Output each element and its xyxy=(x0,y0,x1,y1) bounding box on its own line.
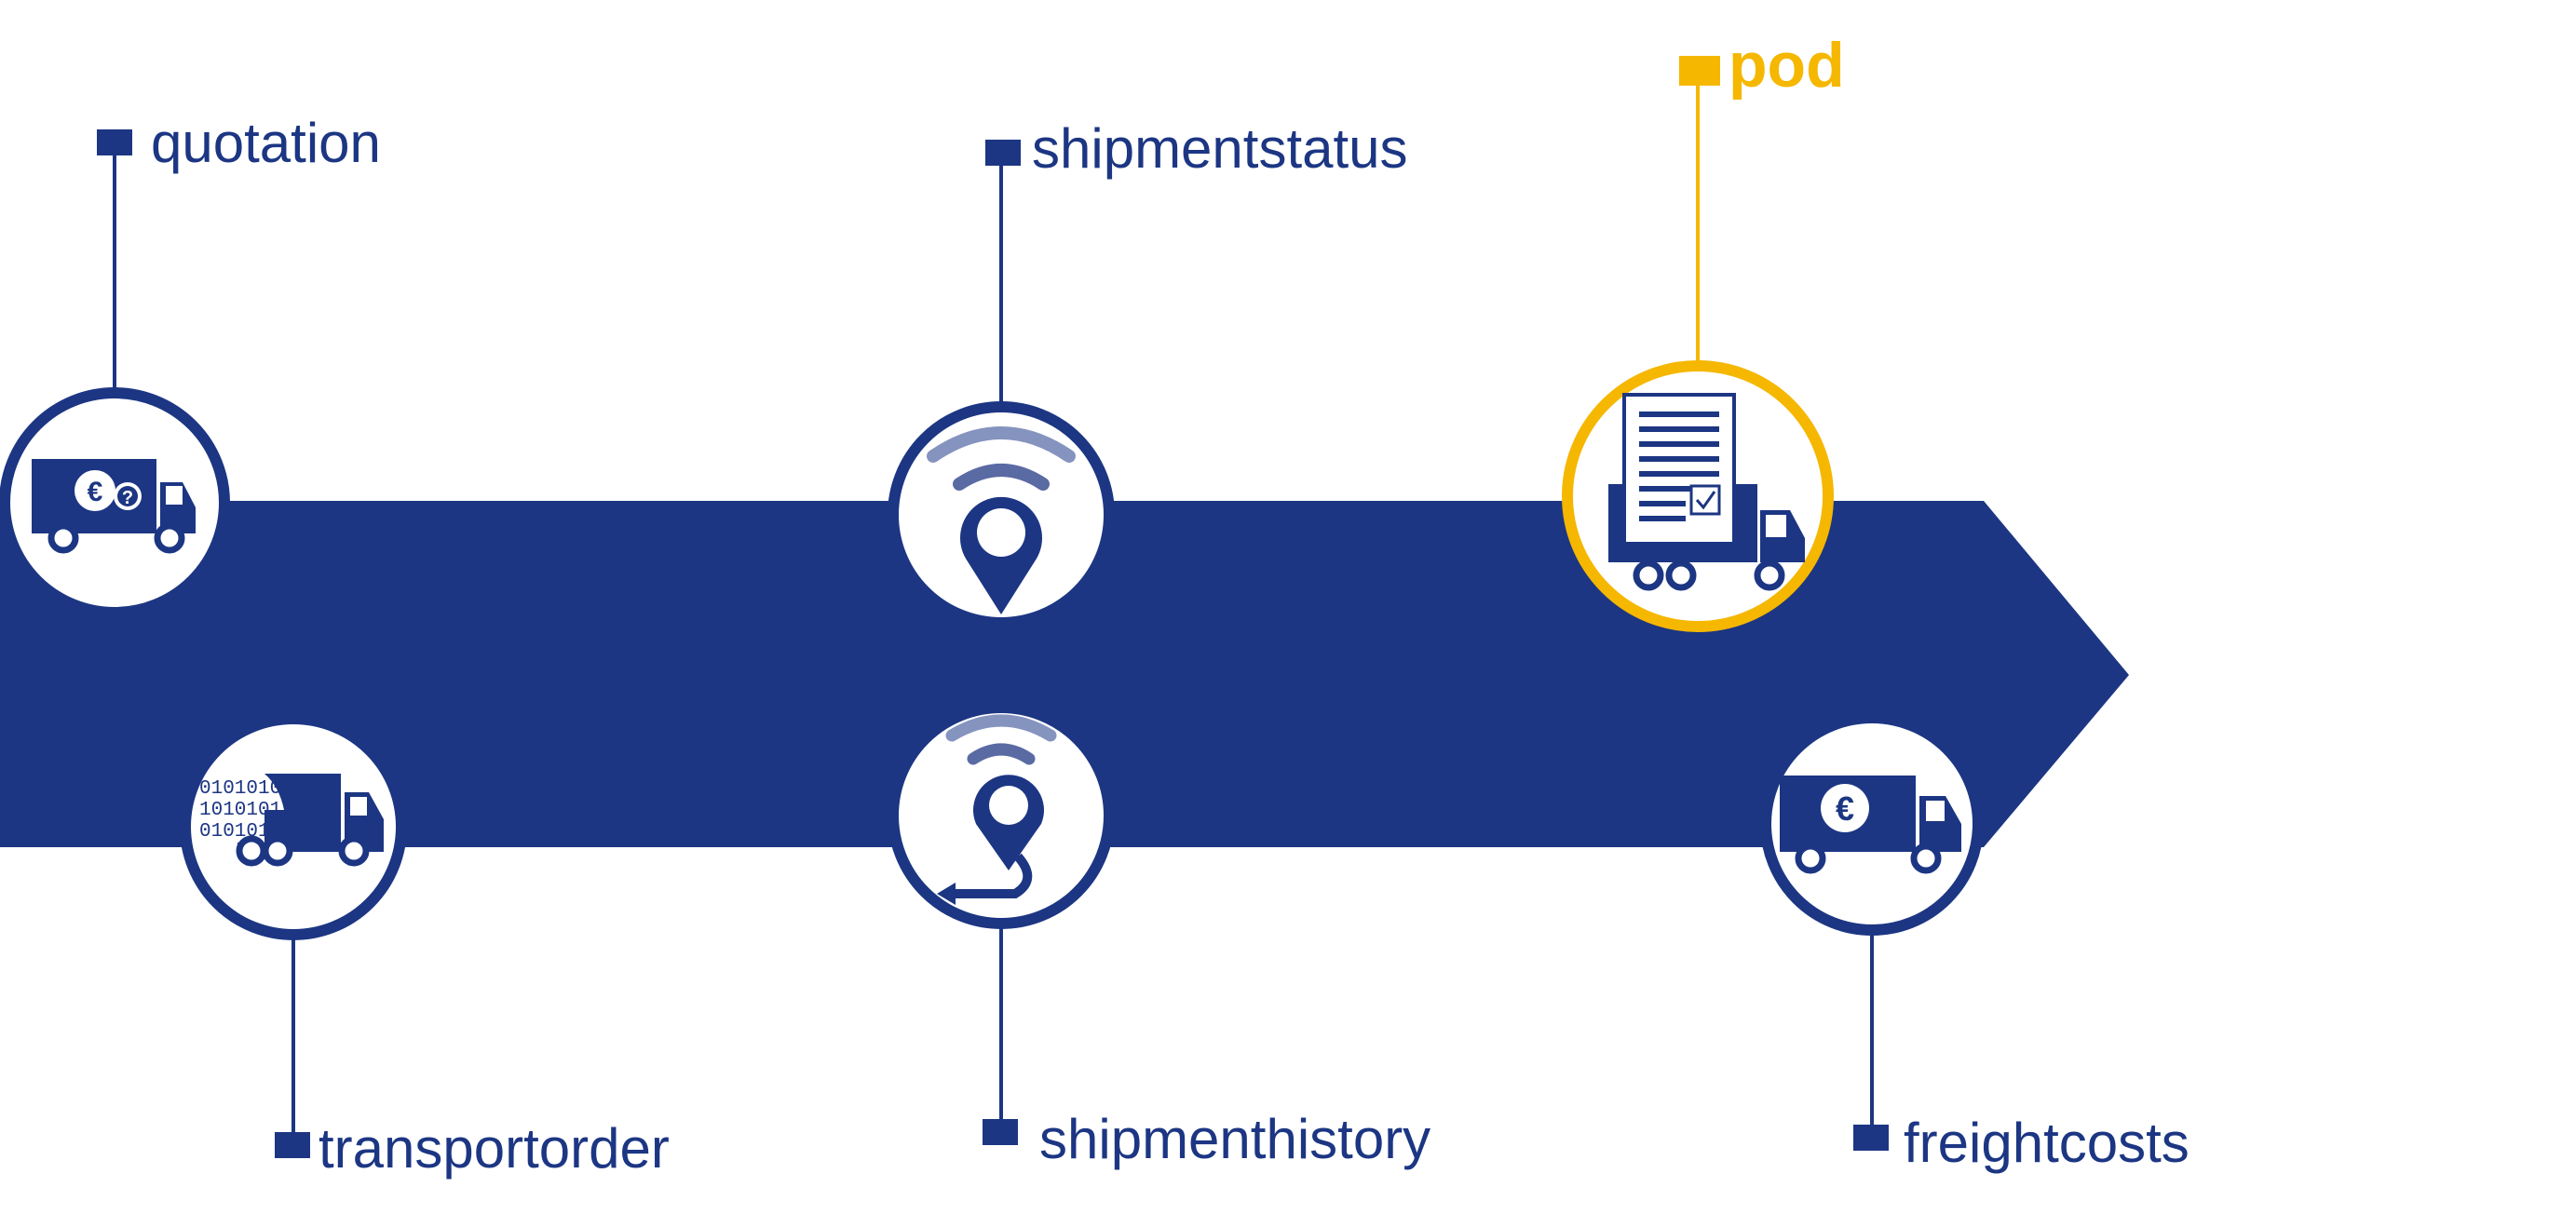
process-arrow xyxy=(0,501,2129,847)
label-transportorder[interactable]: transportorder xyxy=(319,1117,670,1180)
pod-marker xyxy=(1679,56,1720,86)
truck-document-checkmark-icon xyxy=(1608,393,1805,591)
location-pin-signal-icon xyxy=(927,426,1076,614)
svg-text:€: € xyxy=(1836,789,1854,828)
svg-text:0101010: 0101010 xyxy=(199,778,281,800)
step-shipmentstatus[interactable] xyxy=(888,140,1115,628)
svg-text:€: € xyxy=(88,477,103,507)
step-freightcosts[interactable]: € xyxy=(1760,712,1984,1151)
step-pod[interactable] xyxy=(1562,56,1834,632)
svg-text:1010101: 1010101 xyxy=(199,800,281,821)
truck-euro-icon: € xyxy=(1780,776,1961,874)
quotation-marker xyxy=(97,129,132,155)
truck-euro-question-icon: € ? xyxy=(32,459,196,554)
label-freightcosts[interactable]: freightcosts xyxy=(1904,1112,2190,1174)
label-quotation[interactable]: quotation xyxy=(151,112,381,174)
step-quotation[interactable]: € ? xyxy=(0,129,230,618)
location-pin-history-icon xyxy=(937,714,1057,905)
transportorder-marker xyxy=(275,1132,310,1158)
step-shipmenthistory[interactable] xyxy=(888,702,1115,1145)
shipmentstatus-marker xyxy=(985,140,1021,166)
label-shipmenthistory[interactable]: shipmenthistory xyxy=(1039,1108,1431,1170)
step-transportorder[interactable]: 0101010 1010101 010101 xyxy=(180,713,407,1158)
svg-text:010101: 010101 xyxy=(199,821,270,843)
svg-text:?: ? xyxy=(122,488,133,508)
truck-binary-data-icon: 0101010 1010101 010101 xyxy=(199,774,384,867)
label-pod[interactable]: pod xyxy=(1729,30,1845,101)
shipmenthistory-marker xyxy=(983,1119,1018,1145)
freightcosts-marker xyxy=(1853,1125,1889,1151)
label-shipmentstatus[interactable]: shipmentstatus xyxy=(1032,117,1408,180)
